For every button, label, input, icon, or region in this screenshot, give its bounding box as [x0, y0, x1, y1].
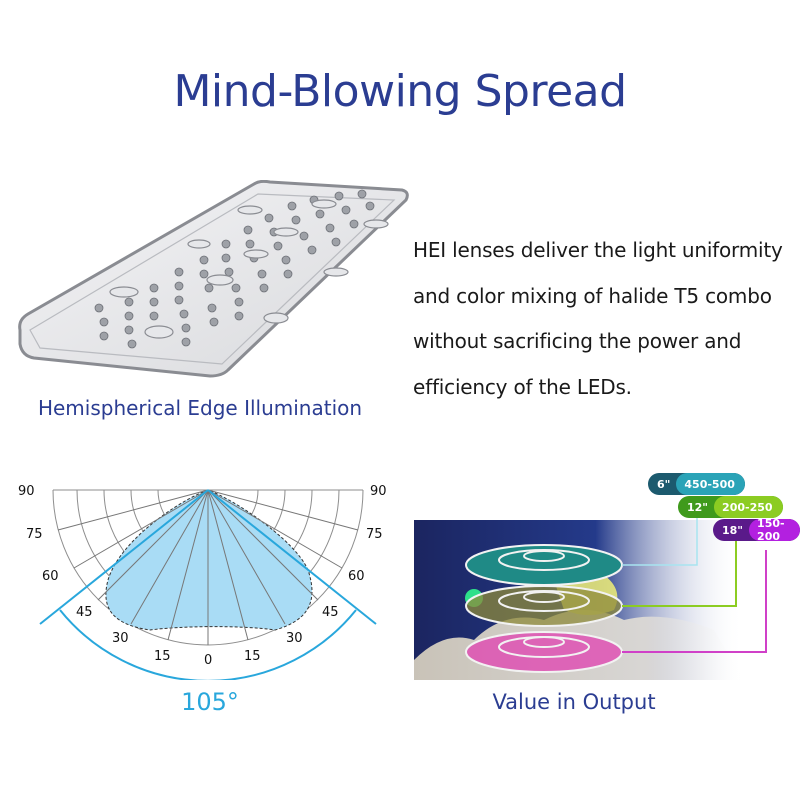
- output-badge-18in: 18" 150-200: [713, 519, 800, 541]
- output-badge-6in: 6" 450-500: [648, 473, 745, 495]
- lens-caption: Hemispherical Edge Illumination: [37, 396, 363, 420]
- hei-lens-plate-icon: [18, 180, 409, 378]
- description-line: without sacrificing the power and: [413, 329, 742, 353]
- output-badge-12in: 12" 200-250: [678, 496, 783, 518]
- tick-label-90-left: 90: [18, 484, 35, 499]
- svg-text:90: 90: [370, 484, 387, 499]
- svg-text:75: 75: [26, 527, 43, 542]
- description-text: HEI lenses deliver the light uniformity …: [413, 228, 793, 410]
- description-line: HEI lenses deliver the light uniformity: [413, 238, 783, 262]
- output-caption: Value in Output: [492, 690, 656, 714]
- svg-text:30: 30: [286, 631, 303, 646]
- badge-distance: 12": [687, 500, 709, 514]
- beam-angle-polar-chart: 90 75 60 45 30 15 0 15 30 45 60 75 90: [18, 484, 387, 680]
- badge-value: 150-200: [749, 519, 800, 541]
- svg-text:60: 60: [42, 569, 59, 584]
- page-title: Mind-Blowing Spread: [173, 66, 627, 117]
- svg-text:45: 45: [76, 605, 93, 620]
- svg-text:15: 15: [244, 649, 261, 664]
- svg-text:60: 60: [348, 569, 365, 584]
- description-line: efficiency of the LEDs.: [413, 374, 632, 399]
- badge-distance: 6": [657, 477, 671, 491]
- description-line: and color mixing of halide T5 combo: [413, 283, 772, 308]
- beam-angle-label: 105°: [181, 688, 239, 716]
- svg-text:0: 0: [204, 653, 212, 668]
- svg-text:75: 75: [366, 527, 383, 542]
- svg-text:45: 45: [322, 605, 339, 620]
- svg-text:15: 15: [154, 649, 171, 664]
- aquarium-output-illustration: [414, 506, 767, 680]
- badge-value: 450-500: [676, 473, 745, 495]
- badge-value: 200-250: [714, 496, 783, 518]
- badge-distance: 18": [722, 523, 744, 537]
- svg-text:30: 30: [112, 631, 129, 646]
